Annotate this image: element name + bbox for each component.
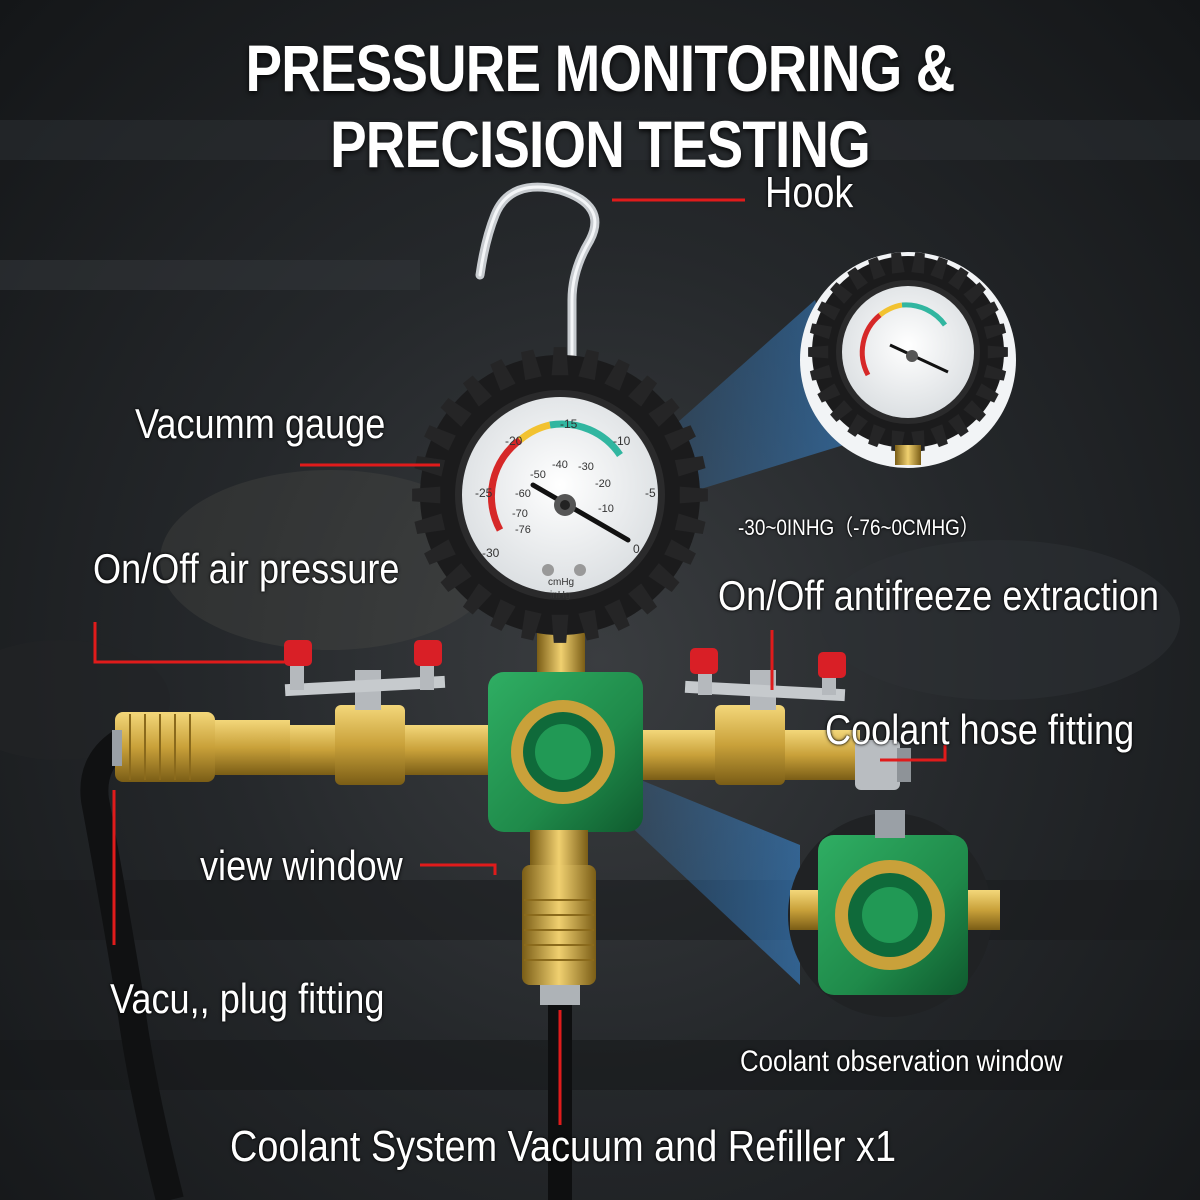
gauge-boot-tooth — [679, 486, 708, 504]
gauge-outer-tick: -5 — [645, 486, 656, 500]
gauge-boot-tooth — [462, 583, 492, 615]
gauge-dial-text: -30 -25 -20 -15 -10 -5 0 -76 -70 -60 -50… — [475, 417, 656, 601]
gauge-inner-tick: -60 — [515, 488, 531, 500]
page-title: PRESSURE MONITORING & PRECISION TESTING — [245, 31, 955, 181]
gauge-boot-tooth — [847, 413, 868, 437]
gauge-inner-tick: -70 — [512, 508, 528, 520]
label-air-pressure: On/Off air pressure — [93, 545, 400, 592]
gauge-boot-tooth — [604, 599, 630, 631]
right-valve-assembly — [640, 648, 911, 790]
gauge-boot-tooth — [551, 614, 569, 643]
label-view-window: view window — [200, 842, 403, 889]
gauge-boot-tooth — [930, 256, 948, 280]
gauge-boot-tooth — [975, 301, 999, 321]
gauge-boot-tooth — [521, 349, 542, 381]
gauge-outer-tick: -10 — [613, 434, 631, 448]
label-product-name: Coolant System Vacuum and Refiller x1 — [230, 1122, 897, 1171]
gauge-boot-tooth — [521, 609, 542, 641]
gauge-outer-tick: -25 — [475, 486, 493, 500]
gauge-boot-tooth — [930, 424, 948, 448]
vacuum-hose — [80, 727, 184, 1200]
gauge-boot-tooth — [674, 456, 706, 477]
gauge-boot-tooth — [983, 323, 1007, 340]
gauge-outer-tick: -20 — [505, 434, 523, 448]
gauge-boot-tooth — [987, 345, 1008, 359]
leader-lines — [93, 198, 947, 1125]
vacuum-gauge-shape — [412, 347, 708, 643]
gauge-inner-tick: -40 — [552, 459, 568, 471]
label-observation-window: Coolant observation window — [740, 1045, 1063, 1078]
gauge-boot-tooth — [462, 375, 492, 407]
gauge-boot-tooth — [604, 359, 630, 391]
gauge-boot-tooth — [674, 513, 706, 534]
gauge-boot-tooth — [891, 252, 905, 274]
gauge-boot-tooth — [424, 425, 456, 451]
gauge-boot-tooth — [648, 563, 680, 593]
manifold-block — [488, 672, 643, 1005]
gauge-boot-tooth — [664, 539, 696, 565]
gauge-boot-tooth — [809, 364, 833, 381]
gauge-boot-tooth — [440, 563, 472, 593]
gauge-inner-tick: -50 — [530, 469, 546, 481]
gauge-boot-tooth — [830, 400, 853, 422]
gauge-boot-tooth — [424, 539, 456, 565]
gauge-boot-tooth — [963, 400, 986, 422]
gauge-outer-tick: 0 — [633, 542, 640, 556]
gauge-boot-tooth — [490, 359, 516, 391]
gauge-zoom-inset — [800, 252, 1016, 468]
gauge-boot-tooth — [808, 345, 829, 359]
gauge-boot-tooth — [847, 267, 868, 291]
gauge-boot-tooth — [948, 267, 969, 291]
left-valve-assembly — [112, 640, 490, 785]
gauge-boot-tooth — [664, 425, 696, 451]
gauge-inner-tick: -10 — [598, 503, 614, 515]
label-hook: Hook — [765, 168, 854, 217]
gauge-boot-tooth — [948, 413, 969, 437]
gauge-boot-tooth — [551, 347, 569, 376]
gauge-boot-tooth — [628, 583, 658, 615]
gauge-boot-tooth — [490, 599, 516, 631]
gauge-boot-tooth — [911, 252, 925, 274]
gauge-boot-tooth — [628, 375, 658, 407]
gauge-inner-tick: -20 — [595, 478, 611, 490]
label-plug-fitting: Vacu,, plug fitting — [110, 975, 385, 1022]
label-antifreeze-extraction: On/Off antifreeze extraction — [718, 572, 1160, 619]
gauge-boot-tooth — [817, 383, 841, 403]
window-zoom-inset — [788, 810, 1000, 1017]
label-vacuum-gauge: Vacumm gauge — [135, 400, 386, 447]
gauge-unit-cmhg: cmHg — [548, 577, 574, 588]
gauge-inner-tick: -30 — [578, 461, 594, 473]
gauge-unit-inhg: inHg — [550, 590, 571, 601]
gauge-boot-tooth — [983, 364, 1007, 381]
gauge-boot-tooth — [648, 397, 680, 427]
gauge-boot-tooth — [830, 282, 853, 304]
gauge-boot-tooth — [963, 282, 986, 304]
gauge-boot-tooth — [809, 323, 833, 340]
gauge-outer-tick: -30 — [482, 546, 500, 560]
gauge-boot-tooth — [975, 383, 999, 403]
gauge-boot-tooth — [414, 513, 446, 534]
gauge-outer-tick: -15 — [560, 417, 578, 431]
gauge-boot-tooth — [868, 256, 886, 280]
gauge-boot-tooth — [868, 424, 886, 448]
gauge-boot-tooth — [412, 486, 441, 504]
gauge-boot-tooth — [440, 397, 472, 427]
label-gauge-range: -30~0INHG（-76~0CMHG） — [738, 515, 979, 540]
gauge-boot-tooth — [817, 301, 841, 321]
label-coolant-hose-fitting: Coolant hose fitting — [825, 706, 1135, 753]
gauge-boot-tooth — [578, 609, 599, 641]
gauge-boot-tooth — [578, 349, 599, 381]
gauge-inner-tick: -76 — [515, 524, 531, 536]
